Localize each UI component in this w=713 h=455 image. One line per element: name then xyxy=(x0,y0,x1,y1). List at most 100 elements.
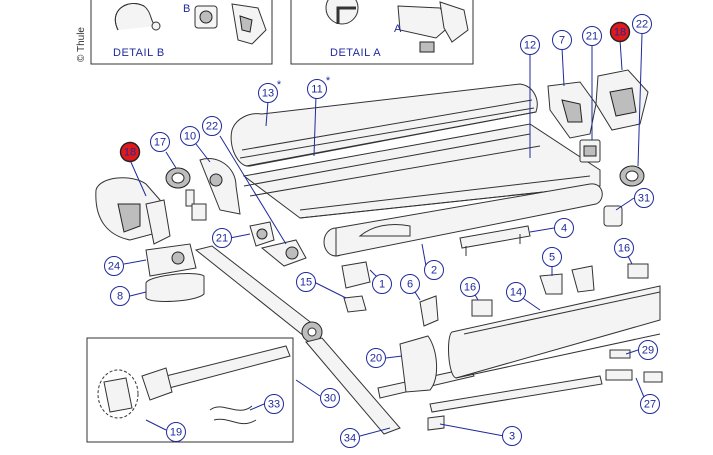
callout-circle xyxy=(110,286,130,306)
callout-circle xyxy=(640,394,660,414)
motor-kit-panel xyxy=(86,337,294,443)
callout-circle xyxy=(424,260,444,280)
arm-joint-part xyxy=(249,221,307,267)
callout-number: 2 xyxy=(431,265,437,277)
detail-a-panel: A DETAIL A xyxy=(290,0,474,65)
callout-number: 20 xyxy=(370,353,382,365)
callout-circle xyxy=(400,274,420,294)
motor-part-17 xyxy=(165,158,241,221)
callout-c8: 8 xyxy=(110,286,130,306)
callout-c18a: 18 xyxy=(609,21,631,43)
callout-number: 21 xyxy=(216,233,228,245)
callout-number: 7 xyxy=(559,35,565,47)
callout-circle xyxy=(320,388,340,408)
callout-number: 16 xyxy=(618,243,630,255)
callout-c21b: 21 xyxy=(212,228,232,248)
callout-c7: 7 xyxy=(552,30,572,50)
callout-number: 17 xyxy=(154,137,166,149)
callout-circle xyxy=(552,30,572,50)
callout-circle xyxy=(554,218,574,238)
callout-c2: 2 xyxy=(424,260,444,280)
callout-circle xyxy=(150,132,170,152)
detail-b-letter: B xyxy=(183,3,191,15)
fabric-roller-part xyxy=(323,183,603,257)
callout-c20: 20 xyxy=(366,348,386,368)
callout-number: 3 xyxy=(509,431,515,443)
callout-number: 18 xyxy=(124,147,136,159)
callout-c16a: 16 xyxy=(614,238,634,258)
callout-number: 16 xyxy=(464,282,476,294)
callout-number: 24 xyxy=(108,261,120,273)
callout-asterisk: * xyxy=(277,79,282,91)
callout-circle xyxy=(340,428,360,448)
callout-number: 10 xyxy=(184,131,196,143)
callout-number: 19 xyxy=(170,427,182,439)
callout-c14: 14 xyxy=(506,282,526,302)
callout-c22b: 22 xyxy=(202,116,222,136)
callout-number: 22 xyxy=(206,121,218,133)
cassette-profile-part xyxy=(448,285,661,379)
callout-number: 29 xyxy=(642,345,654,357)
callout-circle xyxy=(264,394,284,414)
callout-circle xyxy=(542,247,562,267)
right-end-cap-assembly xyxy=(547,69,649,187)
callout-circle xyxy=(372,274,392,294)
callout-circle xyxy=(614,238,634,258)
callout-c34: 34 xyxy=(340,428,360,448)
callout-c16b: 16 xyxy=(460,277,480,297)
callout-c19: 19 xyxy=(166,422,186,442)
copyright-credit: © Thule xyxy=(76,27,87,62)
callout-c12: 12 xyxy=(520,35,540,55)
detail-a-label: DETAIL A xyxy=(330,47,381,59)
callout-circle xyxy=(104,256,124,276)
callout-circle xyxy=(258,83,278,103)
callout-circle xyxy=(202,116,222,136)
callout-number: 11 xyxy=(311,84,322,96)
callout-circle xyxy=(582,26,602,46)
left-end-cap-assembly xyxy=(95,177,171,245)
callout-circle xyxy=(520,35,540,55)
callout-number: 5 xyxy=(549,252,555,264)
callout-number: 6 xyxy=(407,279,413,291)
lower-rail-part xyxy=(427,349,663,431)
front-profile-part xyxy=(230,83,538,167)
callout-number: 31 xyxy=(638,193,650,205)
callout-c22a: 22 xyxy=(632,14,652,34)
callout-asterisk: * xyxy=(326,75,331,87)
detail-b-panel: B DETAIL B xyxy=(90,0,273,65)
callout-circle xyxy=(366,348,386,368)
shoulder-bracket-part xyxy=(145,243,205,302)
callout-circle xyxy=(506,282,526,302)
callout-c4: 4 xyxy=(554,218,574,238)
callout-number: 21 xyxy=(586,31,598,43)
callout-number: 1 xyxy=(379,279,385,291)
callout-number: 13 xyxy=(262,88,274,100)
callout-circle xyxy=(307,79,327,99)
callout-number: 18 xyxy=(614,27,626,39)
callout-c17: 17 xyxy=(150,132,170,152)
callout-number: 27 xyxy=(644,399,656,411)
callout-number: 30 xyxy=(324,393,336,405)
callout-number: 12 xyxy=(524,40,536,52)
callout-circle xyxy=(166,422,186,442)
callout-c13: 13* xyxy=(258,79,282,103)
callout-number: 33 xyxy=(268,399,280,411)
callout-circle xyxy=(502,426,522,446)
callout-c11: 11 * xyxy=(307,75,331,99)
callout-circle xyxy=(180,126,200,146)
callout-circle xyxy=(638,340,658,360)
rail-profile-part xyxy=(242,123,601,219)
callout-c24: 24 xyxy=(104,256,124,276)
callout-circle xyxy=(609,21,631,43)
callout-number: 14 xyxy=(510,287,522,299)
callout-c21a: 21 xyxy=(582,26,602,46)
detail-b-label: DETAIL B xyxy=(113,47,165,59)
callout-c3: 3 xyxy=(502,426,522,446)
callout-c1: 1 xyxy=(372,274,392,294)
callout-c15: 15 xyxy=(296,272,316,292)
callout-circle xyxy=(634,188,654,208)
callout-c33: 33 xyxy=(264,394,284,414)
callout-c29: 29 xyxy=(638,340,658,360)
